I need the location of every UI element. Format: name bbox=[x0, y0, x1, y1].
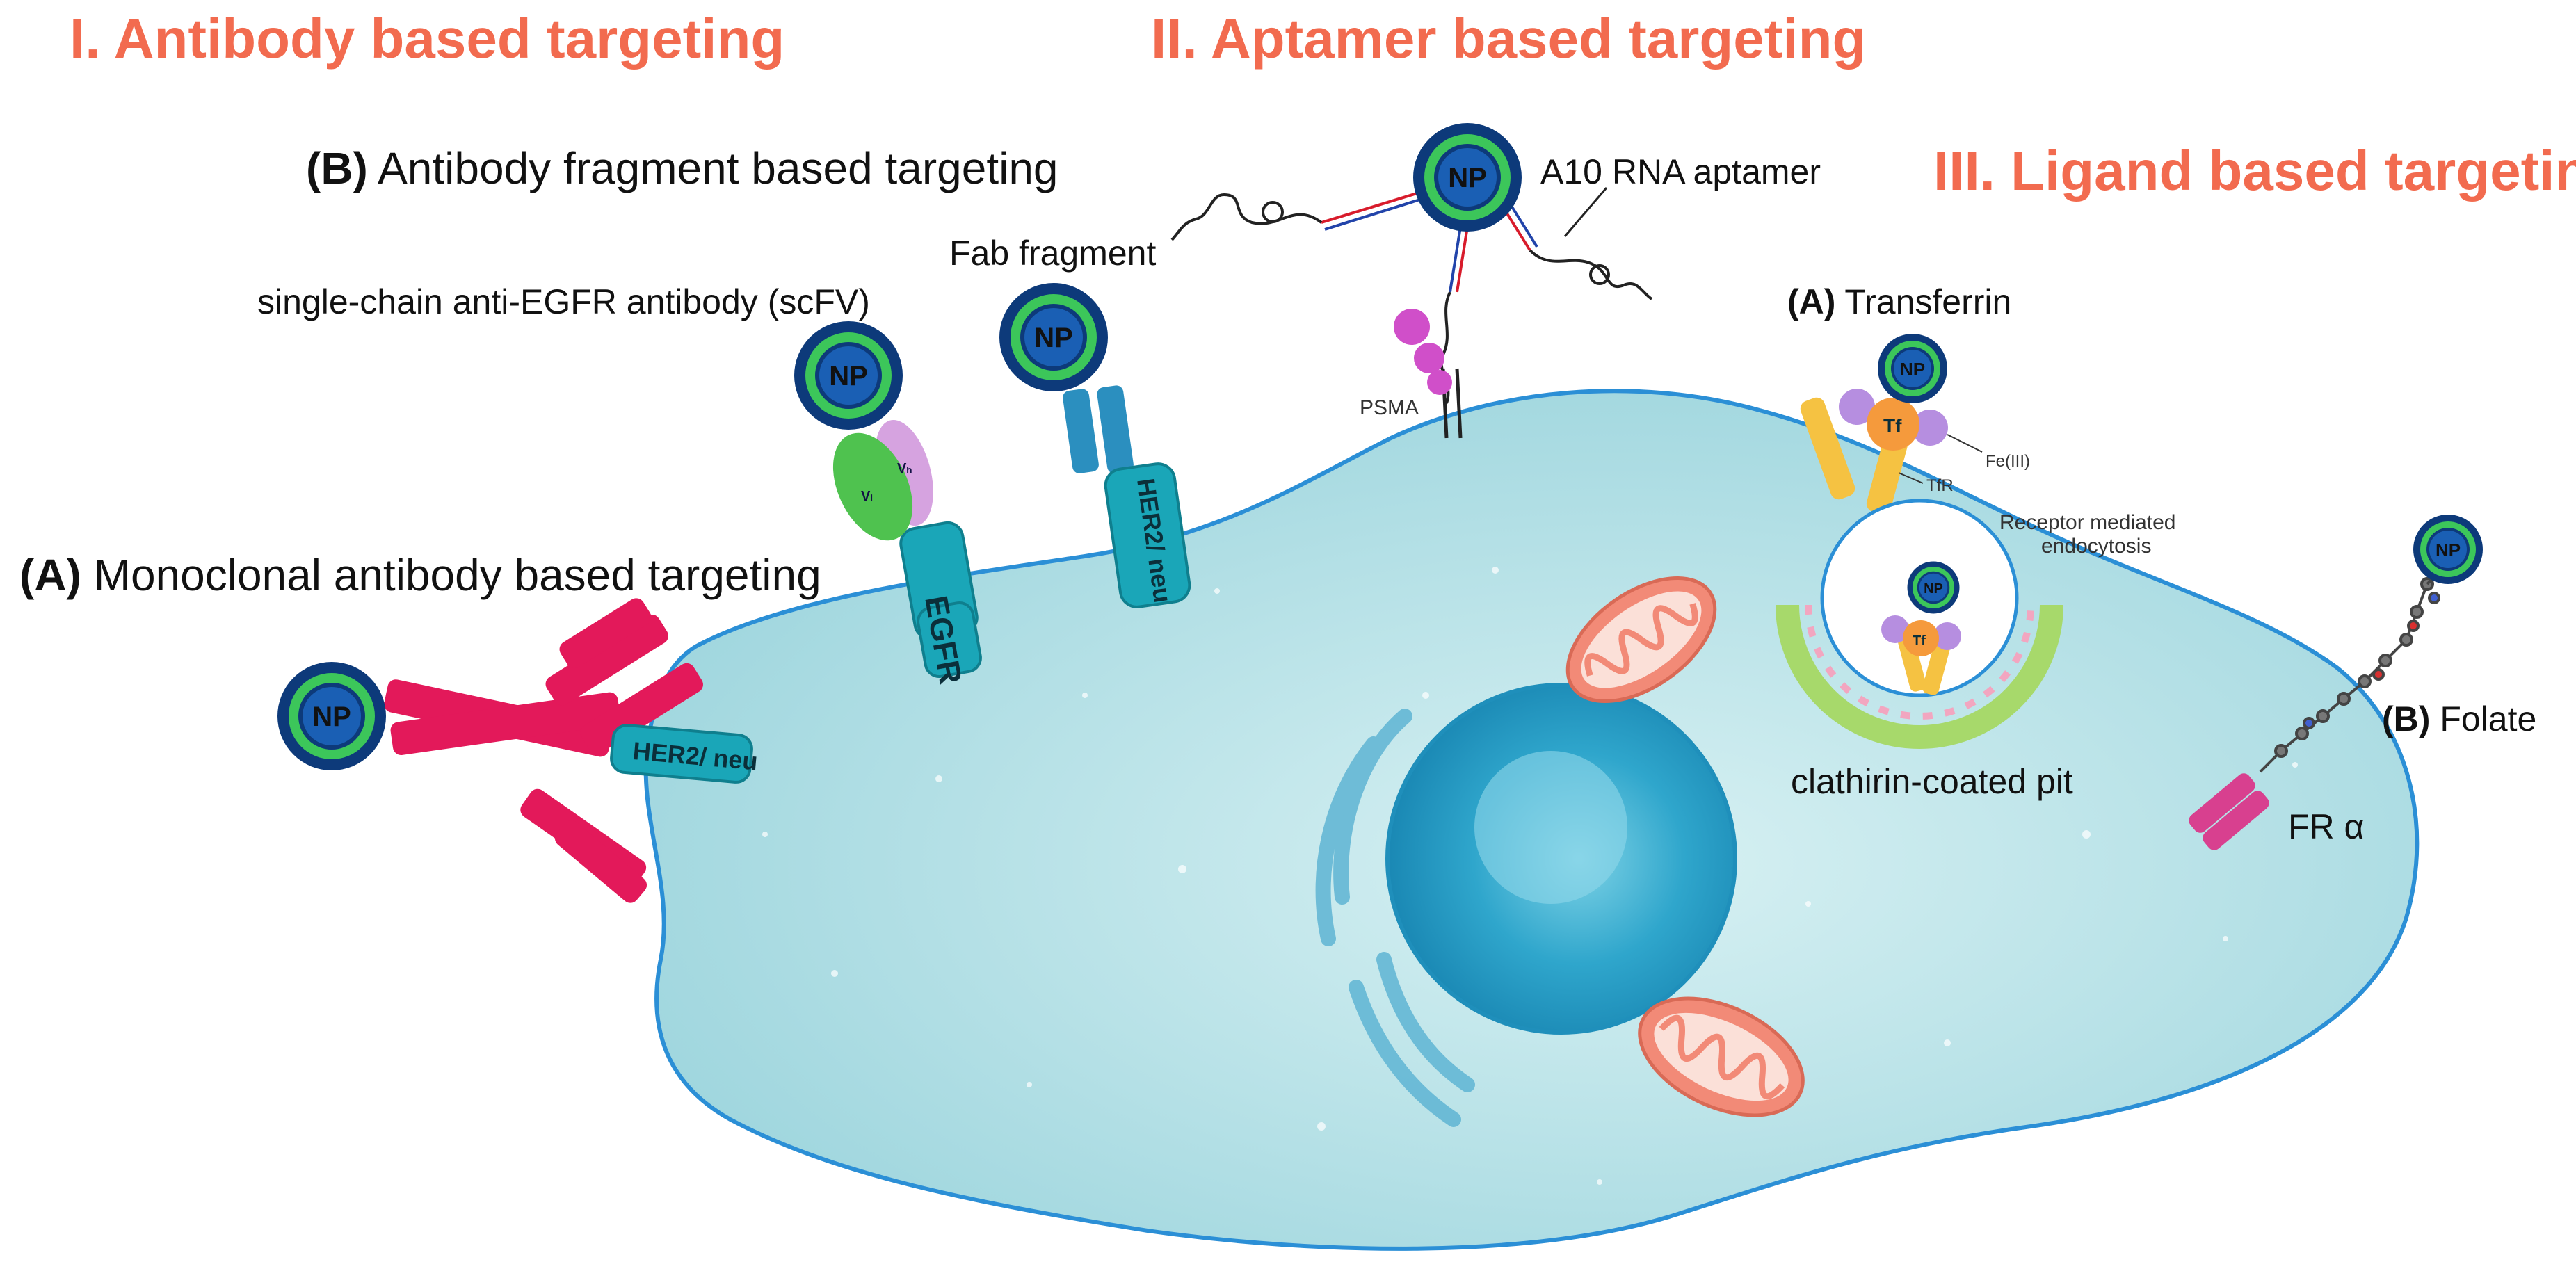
subheader-folate-text: Folate bbox=[2440, 699, 2537, 738]
tf-label: Tf bbox=[1883, 415, 1902, 437]
subheader-monoclonal-text: Monoclonal antibody based targeting bbox=[93, 550, 821, 600]
fab-fragment bbox=[1063, 385, 1134, 473]
mitochondrion-upper bbox=[1565, 576, 1717, 704]
subheader-fragment-text: Antibody fragment based targeting bbox=[378, 143, 1058, 193]
label-receptor-line1: Receptor mediated bbox=[1999, 511, 2176, 534]
subheader-monoclonal-tag: (A) bbox=[19, 550, 81, 600]
tf-label-endosome: Tf bbox=[1913, 633, 1926, 649]
her2-receptor-mab bbox=[610, 724, 753, 784]
mitochondrion-lower bbox=[1638, 996, 1805, 1117]
aptamer-strands bbox=[1170, 183, 1653, 404]
transferrin bbox=[1867, 398, 1919, 451]
transferrin-lobe-right bbox=[1912, 410, 1948, 446]
subheader-transferrin-text: Transferrin bbox=[1844, 282, 2012, 321]
label-tfr: TfR bbox=[1926, 476, 1954, 495]
subheader-monoclonal: (A) Monoclonal antibody based targeting bbox=[19, 549, 821, 601]
np-label-folate: NP bbox=[2436, 540, 2461, 560]
np-label-scfv: NP bbox=[829, 361, 868, 391]
psma-receptor bbox=[1394, 309, 1463, 439]
header-ligand-targeting: III. Ligand based targeting bbox=[1933, 140, 2576, 202]
endoplasmic-reticulum bbox=[1315, 709, 1475, 1127]
subheader-transferrin-tag: (A) bbox=[1787, 282, 1836, 321]
label-scfv: single-chain anti-EGFR antibody (scFV) bbox=[257, 282, 870, 321]
label-psma: PSMA bbox=[1360, 396, 1419, 419]
np-label-monoclonal: NP bbox=[312, 702, 351, 732]
label-fab-fragment: Fab fragment bbox=[949, 234, 1157, 273]
np-label-transferrin: NP bbox=[1900, 359, 1925, 380]
folate-receptor bbox=[2189, 773, 2269, 850]
vl-label: Vₗ bbox=[861, 489, 873, 504]
np-label-fab: NP bbox=[1034, 323, 1073, 353]
header-antibody-targeting: I. Antibody based targeting bbox=[70, 8, 785, 70]
nucleolus bbox=[1474, 751, 1627, 904]
label-a10-aptamer: A10 RNA aptamer bbox=[1540, 152, 1821, 191]
subheader-fragment: (B) Antibody fragment based targeting bbox=[306, 143, 1058, 194]
subheader-folate-tag: (B) bbox=[2382, 699, 2431, 738]
subheader-transferrin: (A) Transferrin bbox=[1787, 282, 2011, 322]
subheader-fragment-tag: (B) bbox=[306, 143, 368, 193]
clathrin-coated-pit bbox=[1776, 499, 2063, 749]
egfr-receptor bbox=[899, 521, 982, 679]
her2-receptor-fab bbox=[1104, 462, 1191, 608]
label-fr-alpha: FR α bbox=[2288, 807, 2365, 846]
folate-molecule bbox=[2259, 569, 2442, 773]
vh-label: Vₕ bbox=[897, 461, 912, 476]
aptamer-pointer bbox=[1563, 187, 1608, 237]
label-clathrin-pit: clathirin-coated pit bbox=[1791, 762, 2073, 801]
label-fe: Fe(III) bbox=[1986, 452, 2030, 471]
subheader-folate: (B) Folate bbox=[2382, 699, 2536, 739]
header-aptamer-targeting: II. Aptamer based targeting bbox=[1151, 8, 1867, 70]
monoclonal-antibody bbox=[384, 598, 703, 903]
np-label-endosome: NP bbox=[1924, 581, 1943, 597]
scfv-vl-domain bbox=[832, 432, 913, 541]
label-receptor-line2: endocytosis bbox=[2041, 535, 2152, 558]
transferrin-lobe-left bbox=[1839, 389, 1875, 425]
np-label-aptamer: NP bbox=[1448, 163, 1487, 193]
